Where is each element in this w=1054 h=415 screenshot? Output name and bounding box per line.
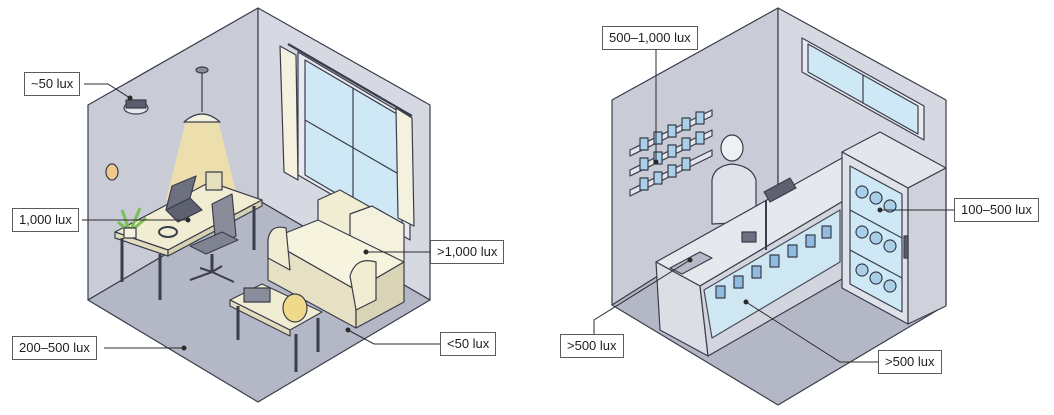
label-desk-lux: 1,000 lux bbox=[12, 208, 79, 232]
counter bbox=[655, 157, 883, 357]
office-chair bbox=[189, 193, 239, 283]
leader-corner bbox=[347, 329, 440, 345]
label-shelf-lux: 500–1,000 lux bbox=[602, 26, 698, 50]
thermostat bbox=[105, 163, 119, 181]
headphones bbox=[158, 226, 178, 238]
cashier bbox=[711, 134, 757, 225]
curtain-right bbox=[395, 107, 415, 227]
wall-shelf bbox=[629, 109, 713, 197]
ceiling-sensor bbox=[123, 99, 149, 115]
label-fridge-lux: 100–500 lux bbox=[954, 198, 1039, 222]
pos-terminal bbox=[741, 177, 797, 250]
label-window-lux: >1,000 lux bbox=[430, 240, 505, 264]
books bbox=[205, 171, 223, 191]
store-window bbox=[801, 37, 925, 141]
label-ceiling-lux: ~50 lux bbox=[24, 72, 81, 96]
armchair bbox=[267, 189, 405, 329]
leader-lines bbox=[82, 50, 954, 363]
label-display-lux: >500 lux bbox=[878, 350, 942, 374]
home-office-room bbox=[87, 7, 431, 403]
refrigerator bbox=[841, 131, 947, 325]
label-floor-lux: 200–500 lux bbox=[12, 336, 97, 360]
label-counter-lux: >500 lux bbox=[560, 334, 624, 358]
window bbox=[279, 43, 415, 241]
curtain-left bbox=[279, 45, 299, 181]
leader-counter bbox=[593, 259, 691, 334]
store-room bbox=[611, 7, 947, 406]
jar bbox=[282, 293, 308, 323]
leader-display bbox=[745, 301, 878, 363]
table-books bbox=[243, 287, 271, 303]
leader-ceiling bbox=[84, 83, 131, 99]
coffee-table bbox=[229, 283, 323, 372]
label-corner-lux: <50 lux bbox=[440, 332, 497, 356]
